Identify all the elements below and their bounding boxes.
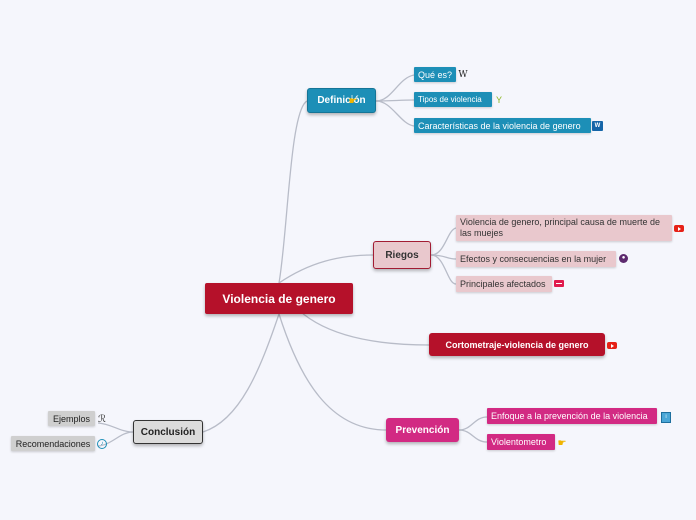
link-rie-3	[430, 254, 457, 285]
globe-icon[interactable]: ●	[619, 254, 628, 263]
flag-icon	[554, 280, 564, 287]
web-link-icon[interactable]: W	[592, 121, 603, 131]
subtopic-que-es[interactable]: Qué es?	[414, 67, 456, 82]
sprout-icon: Y	[495, 94, 502, 105]
subtopic-efectos[interactable]: Efectos y consecuencias en la mujer	[456, 251, 616, 267]
link-pre-2	[458, 429, 488, 443]
pointing-hand-icon: ☛	[557, 437, 567, 449]
document-icon[interactable]: i	[661, 412, 671, 423]
central-topic[interactable]: Violencia de genero	[205, 283, 353, 314]
youtube-icon[interactable]	[674, 225, 684, 232]
subtopic-violentometro[interactable]: Violentometro	[487, 434, 555, 450]
link-def-1	[375, 74, 415, 102]
link-central-riegos	[278, 254, 374, 284]
topic-cortometraje[interactable]: Cortometraje-violencia de genero	[429, 333, 605, 356]
link-def-3	[375, 100, 415, 127]
note-icon[interactable]: ♪	[97, 439, 107, 449]
topic-definicion[interactable]: Definición	[307, 88, 376, 113]
wikipedia-icon[interactable]: W	[458, 69, 468, 80]
subtopic-principales-afectados[interactable]: Principales afectados	[456, 276, 552, 292]
topic-prevencion[interactable]: Prevención	[386, 418, 459, 442]
link-central-prevencion	[278, 313, 387, 431]
topic-conclusion[interactable]: Conclusión	[133, 420, 203, 444]
subtopic-recomendaciones[interactable]: Recomendaciones	[11, 436, 95, 451]
subtopic-ejemplos[interactable]: Ejemplos	[48, 411, 95, 426]
subtopic-caracteristicas[interactable]: Características de la violencia de gener…	[414, 118, 591, 133]
runner-icon: ℛ	[98, 413, 106, 425]
pointing-hand-icon: ☛	[348, 95, 358, 107]
youtube-icon[interactable]	[607, 342, 617, 349]
subtopic-principal-causa[interactable]: Violencia de genero, principal causa de …	[456, 215, 672, 241]
subtopic-tipos-de-violencia[interactable]: Tipos de violencia	[414, 92, 492, 107]
link-rie-1	[430, 227, 457, 256]
link-central-conclusion	[202, 313, 280, 433]
link-pre-1	[458, 416, 488, 431]
topic-riegos[interactable]: Riegos	[373, 241, 431, 269]
link-central-definicion	[278, 100, 308, 284]
subtopic-enfoque-prevencion[interactable]: Enfoque a la prevención de la violencia	[487, 408, 657, 424]
